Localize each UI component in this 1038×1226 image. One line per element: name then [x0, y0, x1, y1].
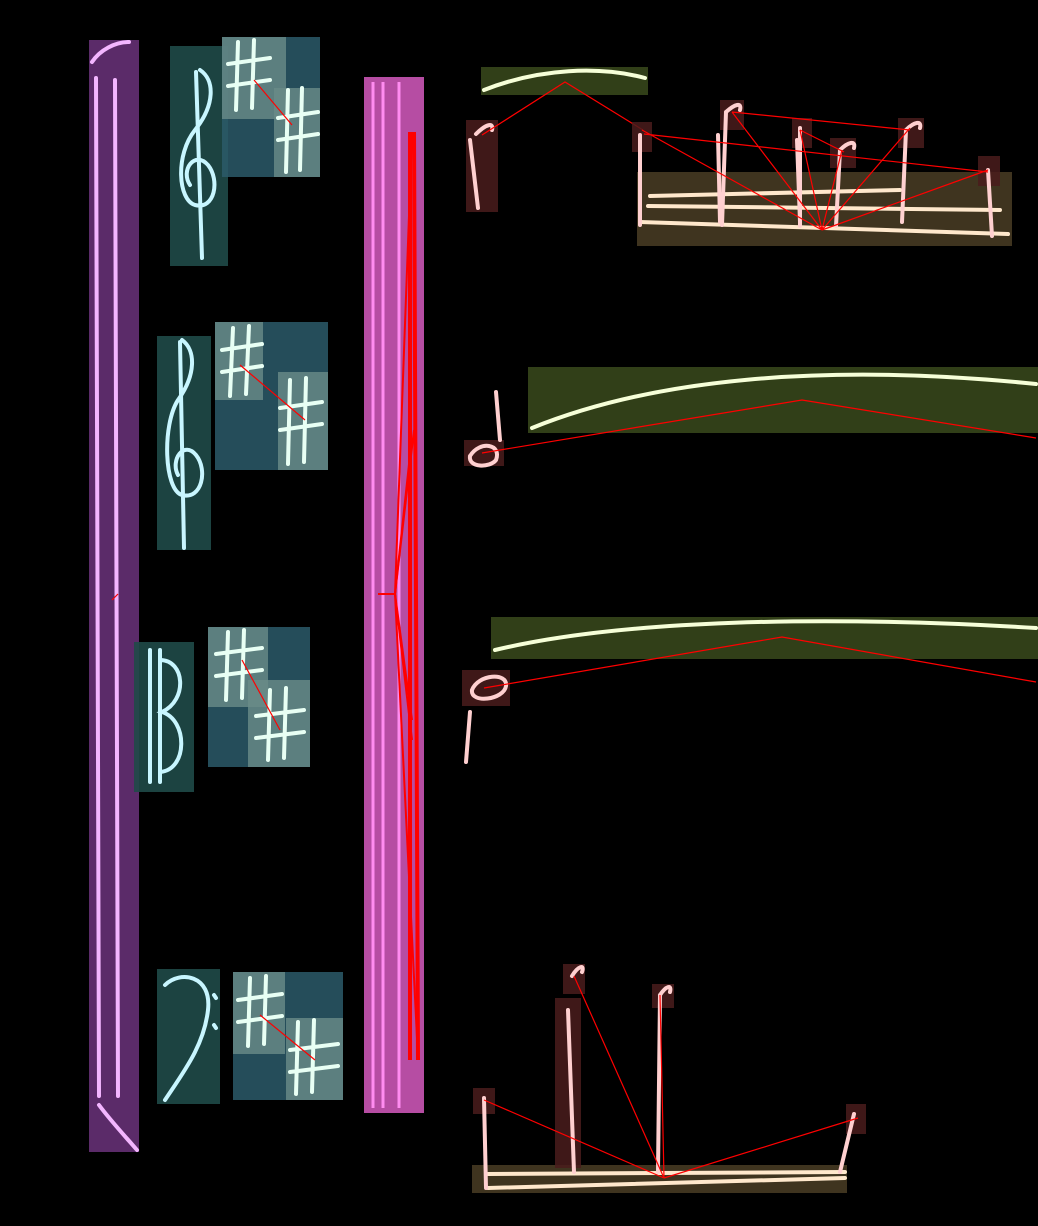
alto-clef-icon [134, 642, 194, 792]
barline-icon [364, 77, 424, 1113]
brace-icon [89, 40, 139, 1152]
sharp-icon [222, 37, 320, 177]
beamed-group-bottom [472, 964, 866, 1193]
sharp-icon [233, 972, 343, 1100]
half-note-slur-2 [462, 617, 1038, 762]
sharp-icon [208, 627, 310, 767]
beamed-group-top [466, 67, 1012, 246]
half-note-slur [464, 367, 1038, 466]
sharp-icon [215, 322, 328, 470]
treble-clef-icon [170, 46, 228, 266]
treble-clef-icon [157, 336, 211, 550]
bass-clef-icon [157, 969, 220, 1104]
